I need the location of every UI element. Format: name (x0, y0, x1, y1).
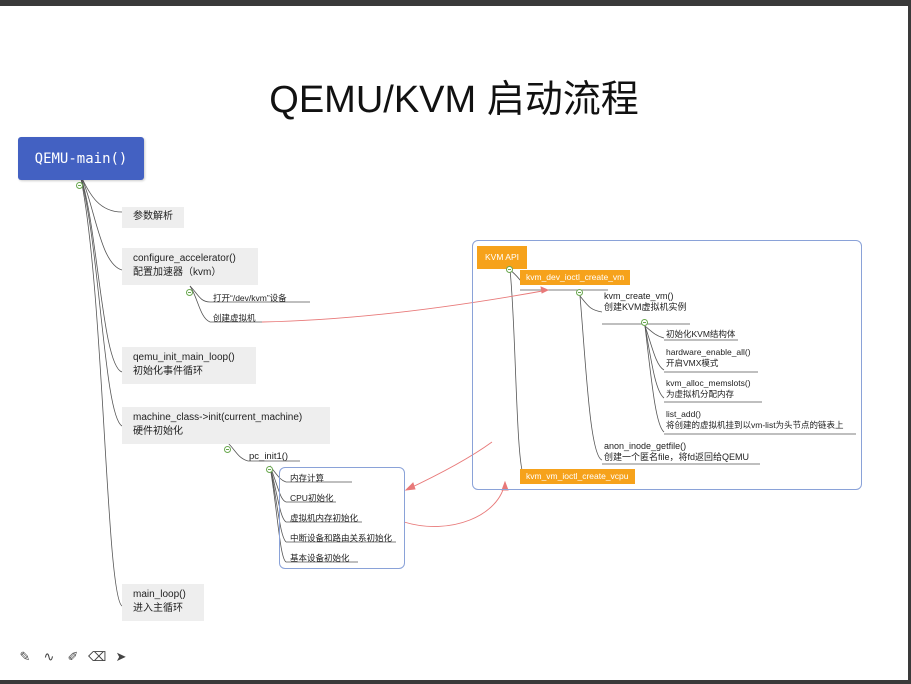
highlighter-icon[interactable]: ✐ (67, 650, 79, 665)
leaf-irq-init[interactable]: 中断设备和路由关系初始化 (290, 533, 393, 543)
collapse-toggle-icon[interactable] (576, 289, 583, 296)
leaf-vm-mem-init[interactable]: 虚拟机内存初始化 (290, 513, 359, 523)
leaf-open-kvm[interactable]: 打开“/dev/kvm”设备 (213, 293, 287, 303)
collapse-toggle-icon[interactable] (76, 182, 83, 189)
kvm-dev-ioctl-create-vm[interactable]: kvm_dev_ioctl_create_vm (520, 270, 631, 285)
slide: QEMU/KVM 启动流程 QEMU-main() 参数解析 configure… (0, 6, 908, 680)
annotation-toolbar: ✎ ∿ ✐ ⌫ ➤ (16, 650, 130, 665)
collapse-toggle-icon[interactable] (224, 446, 231, 453)
leaf-basic-dev-init[interactable]: 基本设备初始化 (290, 553, 350, 563)
leaf-anon-inode-getfile[interactable]: anon_inode_getfile()创建一个匿名file，将fd返回给QEM… (604, 441, 750, 462)
kvm-api-panel (472, 240, 862, 490)
leaf-kvm-alloc-memslots[interactable]: kvm_alloc_memslots()为虚拟机分配内存 (666, 378, 751, 399)
node-param[interactable]: 参数解析 (122, 207, 184, 228)
eraser-icon[interactable]: ⌫ (88, 650, 107, 665)
node-machine-init[interactable]: machine_class->init(current_machine)硬件初始… (122, 407, 330, 444)
page-title: QEMU/KVM 启动流程 (269, 79, 639, 121)
pen-icon[interactable]: ✎ (19, 650, 31, 665)
collapse-toggle-icon[interactable] (506, 266, 513, 273)
leaf-init-kvm-struct[interactable]: 初始化KVM结构体 (666, 329, 736, 339)
root-node[interactable]: QEMU-main() (18, 137, 144, 180)
pointer-icon[interactable]: ➤ (115, 650, 127, 665)
pc-init1-group (279, 467, 405, 569)
leaf-pc-init1[interactable]: pc_init1() (249, 451, 289, 462)
collapse-toggle-icon[interactable] (186, 289, 193, 296)
collapse-toggle-icon[interactable] (641, 319, 648, 326)
node-main-loop[interactable]: main_loop()进入主循环 (122, 584, 204, 621)
leaf-list-add[interactable]: list_add()将创建的虚拟机挂到以vm-list为头节点的链表上 (666, 409, 844, 430)
node-configure-accelerator[interactable]: configure_accelerator()配置加速器（kvm） (122, 248, 258, 285)
leaf-kvm-create-vm[interactable]: kvm_create_vm()创建KVM虚拟机实例 (604, 291, 687, 312)
leaf-create-vm[interactable]: 创建虚拟机 (213, 313, 256, 323)
leaf-cpu-init[interactable]: CPU初始化 (290, 493, 334, 503)
kvm-vm-ioctl-create-vcpu[interactable]: kvm_vm_ioctl_create_vcpu (520, 469, 635, 484)
collapse-toggle-icon[interactable] (266, 466, 273, 473)
leaf-mem-calc[interactable]: 内存计算 (290, 473, 325, 483)
kvm-api-label[interactable]: KVM API (477, 246, 528, 269)
node-init-main-loop[interactable]: qemu_init_main_loop()初始化事件循环 (122, 347, 256, 384)
curve-icon[interactable]: ∿ (43, 650, 55, 665)
leaf-hardware-enable-all[interactable]: hardware_enable_all()开启VMX模式 (666, 347, 751, 368)
